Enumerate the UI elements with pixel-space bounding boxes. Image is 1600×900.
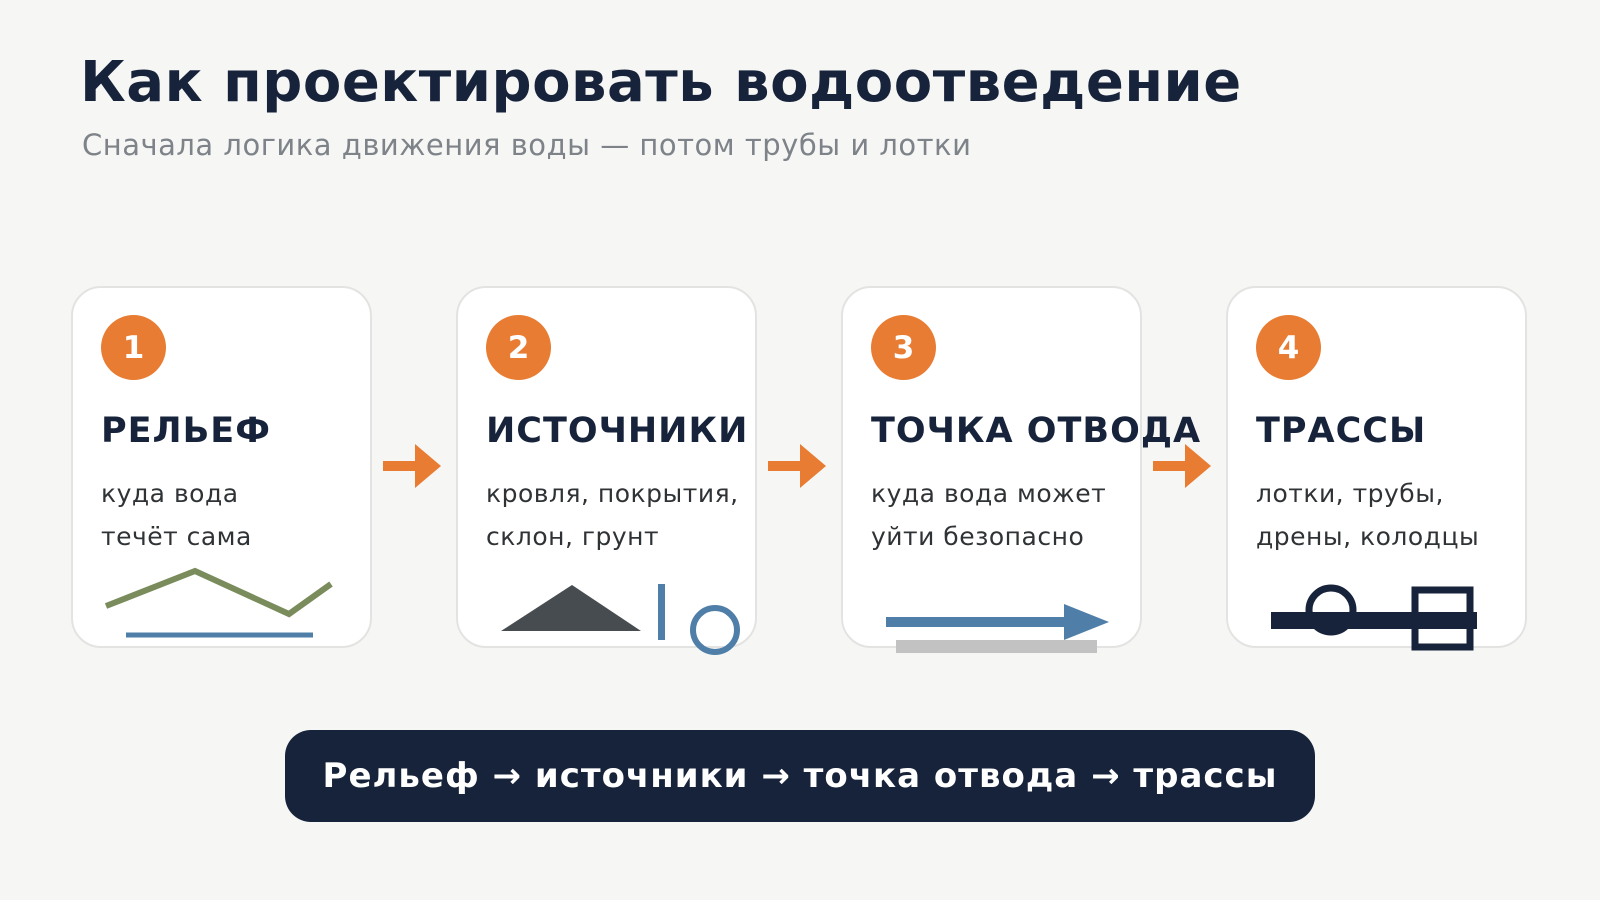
roof-icon <box>501 585 641 631</box>
step-description-line: лотки, трубы, <box>1256 479 1444 508</box>
step-arrow-icon <box>1153 444 1211 488</box>
step-badge: 3 <box>871 315 936 380</box>
step-card-sources: 2 ИСТОЧНИКИ кровля, покрытия, склон, гру… <box>456 286 757 655</box>
outflow-arrow-icon <box>886 604 1109 653</box>
step-card-outlet-point: 3 ТОЧКА ОТВОДА куда вода может уйти безо… <box>841 286 1200 653</box>
step-title: РЕЛЬЕФ <box>101 411 271 451</box>
sources-illustration <box>501 584 740 655</box>
page-subtitle: Сначала логика движения воды — потом тру… <box>82 128 972 162</box>
step-description: куда вода течёт сама <box>101 472 252 558</box>
step-description-line: куда вода <box>101 479 239 508</box>
step-title: ТРАССЫ <box>1256 411 1427 451</box>
step-description: куда вода может уйти безопасно <box>871 472 1106 558</box>
step-description-line: склон, грунт <box>486 522 660 551</box>
step-description-line: течёт сама <box>101 522 252 551</box>
step-arrow-icon <box>768 444 826 488</box>
step-title: ТОЧКА ОТВОДА <box>871 411 1202 451</box>
pipe-network-icon <box>1271 584 1477 651</box>
step-description: лотки, трубы, дрены, колодцы <box>1256 472 1479 558</box>
step-card-routes: 4 ТРАССЫ лотки, трубы, дрены, колодцы <box>1226 286 1527 651</box>
step-badge: 2 <box>486 315 551 380</box>
pole-icon <box>658 584 665 640</box>
step-arrow-icon <box>383 444 441 488</box>
terrain-line-icon <box>104 567 333 638</box>
step-card-relief: 1 РЕЛЬЕФ куда вода течёт сама <box>71 286 372 648</box>
summary-banner: Рельеф → источники → точка отвода → трас… <box>285 730 1315 822</box>
step-description-line: уйти безопасно <box>871 522 1085 551</box>
drop-circle-icon <box>690 605 740 655</box>
step-title: ИСТОЧНИКИ <box>486 411 749 451</box>
step-badge: 1 <box>101 315 166 380</box>
step-description: кровля, покрытия, склон, грунт <box>486 472 739 558</box>
step-description-line: куда вода может <box>871 479 1107 508</box>
step-description-line: дрены, колодцы <box>1256 522 1480 551</box>
step-badge: 4 <box>1256 315 1321 380</box>
step-description-line: кровля, покрытия, <box>486 479 739 508</box>
page-title: Как проектировать водоотведение <box>80 50 1242 115</box>
